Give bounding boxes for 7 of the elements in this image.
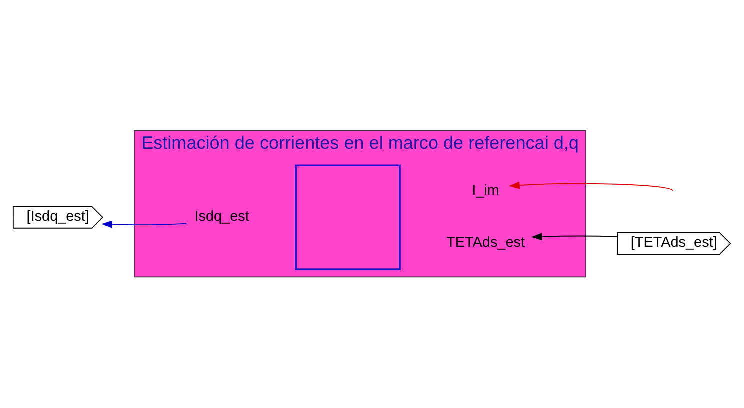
arrow xyxy=(531,233,618,241)
arrow xyxy=(508,182,674,192)
node-text: TETAds_est xyxy=(446,235,525,252)
node-text: Isdq_est xyxy=(194,208,250,225)
node-box xyxy=(295,164,401,270)
arrow xyxy=(102,220,188,228)
node-text: I_im xyxy=(472,182,500,199)
